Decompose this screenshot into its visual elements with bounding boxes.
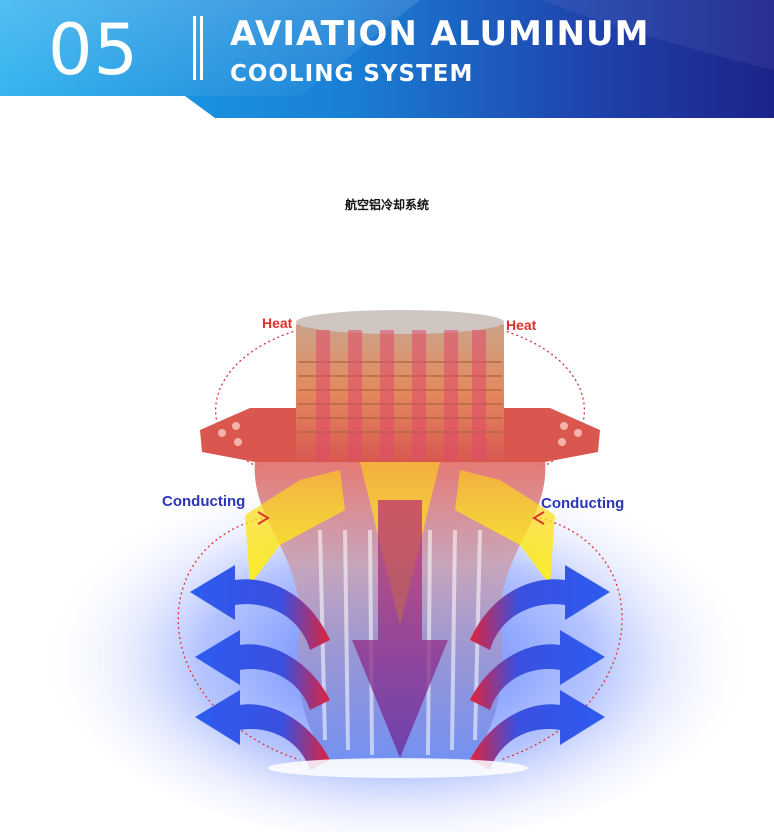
conduct-pointer-right	[532, 511, 545, 525]
cooling-diagram: Heat Heat Conducting Conducting	[38, 310, 758, 832]
conducting-label-left: Conducting	[162, 493, 245, 510]
base-ring	[268, 758, 528, 778]
conduct-loop-right	[499, 517, 623, 761]
section-subtitle: COOLING SYSTEM	[230, 61, 474, 87]
header-divider	[193, 16, 203, 80]
flange-holes	[218, 422, 582, 446]
neck-threads	[298, 361, 502, 433]
heat-label-right: Heat	[506, 317, 537, 333]
section-number: 05	[48, 9, 140, 91]
conducting-label-right: Conducting	[541, 495, 624, 512]
heat-arrow-left	[245, 470, 345, 585]
cooling-arrows-right	[470, 565, 610, 770]
caption: 航空铝冷却系统	[344, 198, 429, 212]
conduct-loop-left	[177, 517, 301, 761]
neck-top	[296, 310, 504, 334]
cooling-arrows-left	[190, 565, 330, 770]
conduction-arrow-down	[352, 500, 448, 758]
heat-label-left: Heat	[262, 315, 293, 331]
conduct-pointer-left	[257, 511, 270, 525]
section-title: AVIATION ALUMINUM	[230, 14, 650, 54]
heat-stripes	[316, 330, 486, 460]
heat-arrow-right	[455, 470, 555, 585]
header-banner: 05 AVIATION ALUMINUM COOLING SYSTEM	[0, 0, 774, 118]
